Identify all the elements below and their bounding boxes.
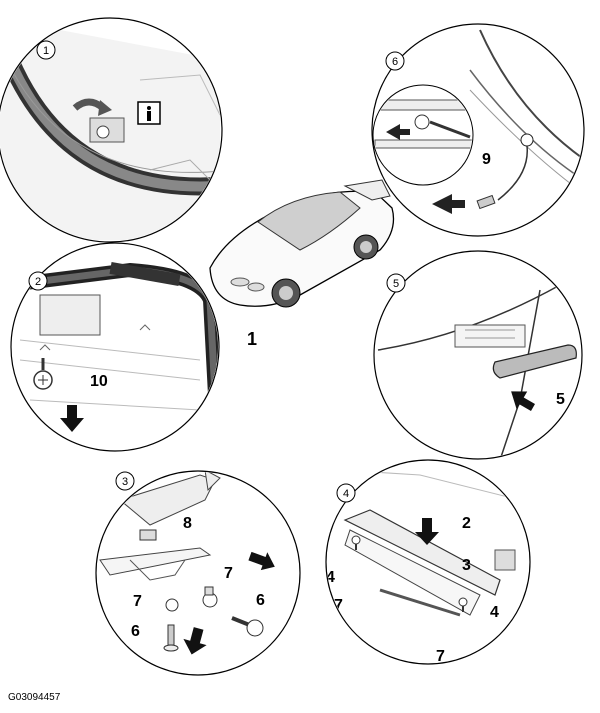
- panel-3: 8 7 7 6 6 3: [95, 470, 301, 676]
- screw-icon: [163, 616, 264, 652]
- label-7a: 7: [224, 565, 233, 582]
- arrow-icon: [248, 551, 275, 571]
- screw-icon: [351, 535, 468, 612]
- label-9: 9: [482, 151, 491, 168]
- arrow-icon: [415, 518, 439, 545]
- inset-detail: [372, 84, 474, 186]
- label-4b: 4: [490, 604, 499, 621]
- info-icon: [137, 101, 161, 125]
- label-10: 10: [90, 373, 108, 390]
- label-5: 5: [556, 391, 565, 408]
- label-3: 3: [462, 557, 471, 574]
- arrow-icon: [432, 194, 465, 214]
- panel-2-badge: 2: [35, 276, 41, 288]
- label-8: 8: [183, 515, 192, 532]
- panel-1-badge: 1: [43, 45, 49, 57]
- clip-icon: [165, 586, 218, 612]
- figure-id: G03094457: [8, 692, 61, 703]
- car-illustration: 1: [209, 179, 395, 349]
- label-6b: 6: [131, 623, 140, 640]
- label-7d: 7: [436, 648, 445, 665]
- panel-6: 9 6: [371, 23, 585, 237]
- panel-5: 5 5: [373, 250, 583, 460]
- arrow-icon: [511, 391, 535, 411]
- arrow-icon: [60, 405, 84, 432]
- panel-4-badge: 4: [343, 488, 349, 500]
- label-2: 2: [462, 515, 471, 532]
- panel-3-badge: 3: [122, 476, 128, 488]
- arrow-icon: [183, 627, 207, 655]
- label-7b: 7: [133, 593, 142, 610]
- label-7c: 7: [334, 597, 343, 614]
- label-1: 1: [247, 329, 257, 349]
- label-6a: 6: [256, 592, 265, 609]
- panel-4: 2 3 4 4 7 7 4: [325, 459, 531, 665]
- panel-1: 1: [0, 17, 223, 243]
- label-4a: 4: [326, 569, 335, 586]
- panel-6-badge: 6: [392, 56, 398, 68]
- panel-5-badge: 5: [393, 278, 399, 290]
- panel-2: 10 2: [10, 242, 220, 452]
- screw-icon: [33, 358, 53, 390]
